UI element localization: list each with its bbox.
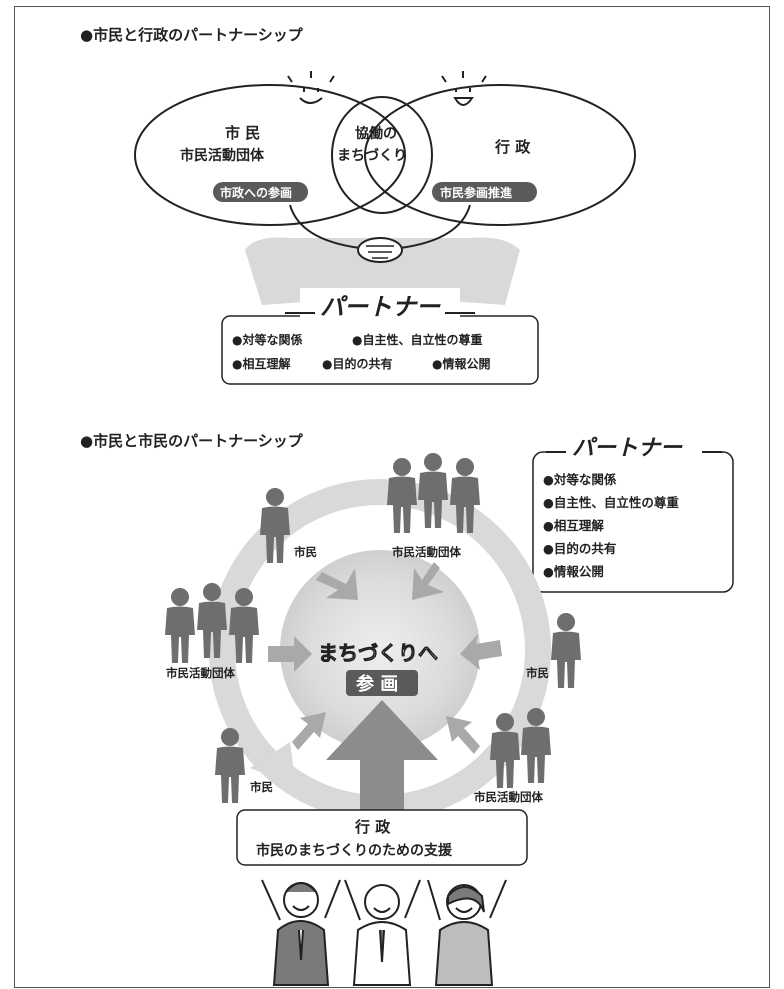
citizen-participation-badge-label: 市政への参画 (220, 185, 292, 200)
citizen-smile-icon (287, 71, 335, 104)
partner-box-1 (221, 315, 539, 385)
government-box-line2: 市民のまちづくりのための支援 (256, 842, 453, 859)
official-left (261, 879, 341, 986)
government-promotion-badge (432, 182, 537, 202)
citizen-right-label: 市民 (526, 666, 549, 680)
arrow-from-right (460, 634, 502, 670)
partner-title-2-bg (560, 428, 710, 458)
left-arm (289, 204, 361, 249)
principle-2-4: ●目的の共有 (543, 541, 616, 556)
citizen-right-figure (551, 613, 581, 688)
government-box-line1: 行 政 (354, 818, 391, 836)
principle-2-5: ●情報公開 (543, 564, 604, 579)
principle-1-2: ●自主性、自立性の尊重 (352, 332, 482, 347)
government-smile-icon (441, 71, 487, 106)
inward-arrows (268, 562, 502, 754)
center-line1: まちづくりへ (318, 641, 438, 665)
center-line2: 参 画 (356, 673, 398, 695)
principle-1-5: ●情報公開 (432, 356, 490, 371)
arrow-from-bottom-left (292, 712, 326, 750)
partner-title-1-bg (300, 288, 460, 320)
overlap-circle (331, 96, 433, 214)
section2-title: ●市民と市民のパートナーシップ (80, 432, 304, 450)
principle-2-2: ●自主性、自立性の尊重 (543, 495, 679, 510)
principle-1-4: ●目的の共有 (322, 356, 392, 371)
citizen-circle (134, 84, 406, 226)
government-label: 行 政 (494, 138, 531, 156)
principle-1-3: ●相互理解 (232, 356, 290, 371)
citizen-top-label: 市民 (294, 545, 317, 559)
government-support-arrow (326, 700, 438, 810)
official-center (344, 879, 421, 986)
center-line2-bg (346, 670, 418, 696)
citizen-label: 市 民 (225, 124, 260, 142)
partner-title-1: パートナー (320, 293, 441, 321)
citizen-participation-badge (213, 182, 308, 202)
partner-title-2: パートナー (572, 436, 683, 461)
citizen-groups-label: 市民活動団体 (180, 147, 265, 164)
government-promotion-badge-label: 市民参画推進 (440, 185, 513, 200)
section1-title: ●市民と行政のパートナーシップ (80, 26, 304, 44)
arrow-from-top-left (316, 568, 358, 600)
group-bottom-right-label: 市民活動団体 (474, 790, 543, 804)
government-box (236, 809, 528, 866)
principle-2-3: ●相互理解 (543, 518, 604, 533)
group-left-label: 市民活動団体 (166, 666, 235, 680)
overlap-line2: まちづくり (337, 147, 407, 164)
principle-2-1: ●対等な関係 (543, 472, 617, 487)
participation-center (280, 550, 480, 750)
official-right (427, 879, 507, 986)
handshake-icon (357, 237, 403, 263)
handshake-backdrop (245, 237, 520, 335)
cheering-officials-illustration (261, 879, 507, 986)
overlap-line1: 協働の (355, 125, 397, 142)
government-circle (364, 84, 636, 226)
citizen-bottom-left-label: 市民 (250, 780, 273, 794)
arrow-from-left (268, 636, 312, 672)
principle-1-1: ●対等な関係 (232, 332, 302, 347)
group-top-label: 市民活動団体 (392, 545, 461, 559)
arrow-from-top-right (412, 562, 444, 600)
arrow-from-bottom-right (446, 716, 480, 754)
right-arm (399, 204, 471, 249)
cycle-arrowhead (250, 742, 296, 786)
